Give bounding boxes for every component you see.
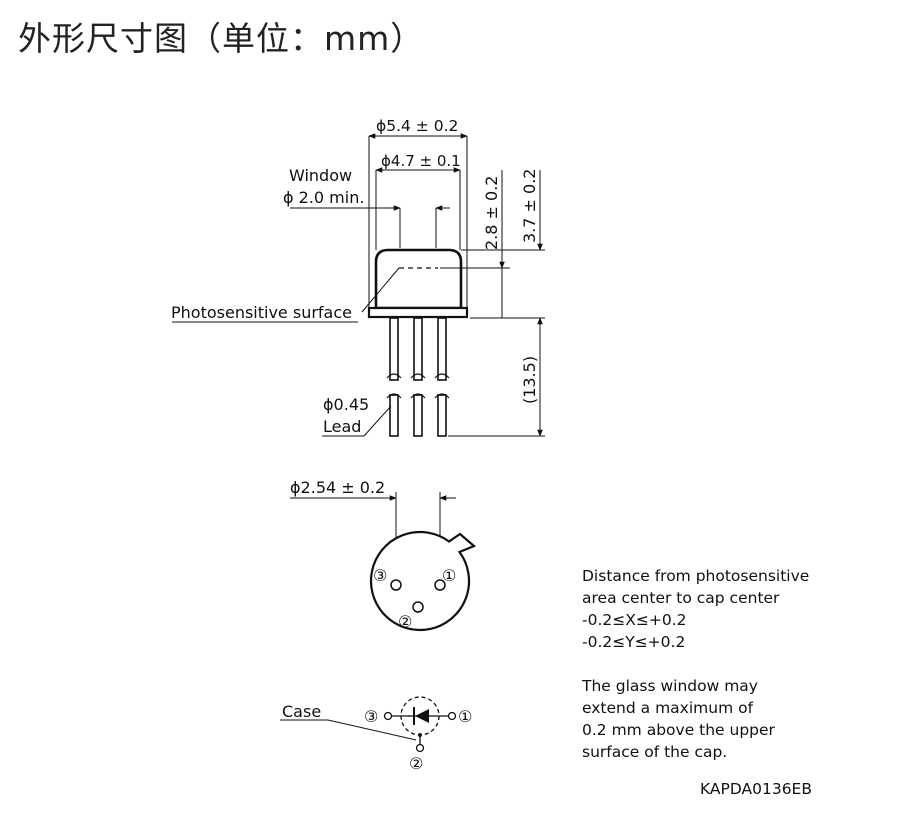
cap-outer-dia-label: ϕ5.4 ± 0.2 [376,117,458,135]
glass-note-line: The glass window may [582,677,758,695]
diode-icon [415,709,429,723]
glass-note: The glass window may extend a maximum of… [582,675,775,763]
circuit-pin2-label: ② [409,754,423,773]
lead-label: Lead [323,417,361,436]
distance-note-line: -0.2≤X≤+0.2 [582,611,687,629]
pin1-label: ① [442,566,456,585]
distance-note: Distance from photosensitive area center… [582,565,809,653]
glass-note-line: extend a maximum of [582,699,754,717]
bottom-view [290,492,477,632]
distance-note-line: area center to cap center [582,589,780,607]
cap-inner-dia-label: ϕ4.7 ± 0.1 [381,152,461,170]
lead-length-label: (13.5) [520,356,539,404]
pin3-label: ③ [373,566,387,585]
glass-note-line: surface of the cap. [582,743,728,761]
drawing-code: KAPDA0136EB [700,780,812,798]
glass-note-line: 0.2 mm above the upper [582,721,775,739]
circuit-pin1-label: ① [458,707,472,726]
window-label: Window [289,166,352,185]
side-view-labels: ϕ5.4 ± 0.2 ϕ4.7 ± 0.1 Window ϕ 2.0 min. … [171,117,539,436]
bottom-view-labels: ϕ2.54 ± 0.2 ③ ① ② [290,478,456,631]
page-title: 外形尺寸图（单位：mm） [18,19,425,58]
circuit-symbol [280,696,457,753]
photosensitive-surface-label: Photosensitive surface [171,303,352,322]
circuit-labels: Case ③ ① ② [282,702,472,773]
circuit-pin3-label: ③ [364,707,378,726]
window-dia-label: ϕ 2.0 min. [283,188,364,207]
case-label: Case [282,702,321,721]
side-view [172,133,545,437]
distance-note-line: -0.2≤Y≤+0.2 [582,633,686,651]
pin2-label: ② [398,612,412,631]
lead-dia-label: ϕ0.45 [323,395,369,414]
height-window-label: 2.8 ± 0.2 [482,176,501,250]
distance-note-line: Distance from photosensitive [582,567,810,585]
height-total-label: 3.7 ± 0.2 [520,169,539,243]
pitch-dia-label: ϕ2.54 ± 0.2 [290,478,385,497]
